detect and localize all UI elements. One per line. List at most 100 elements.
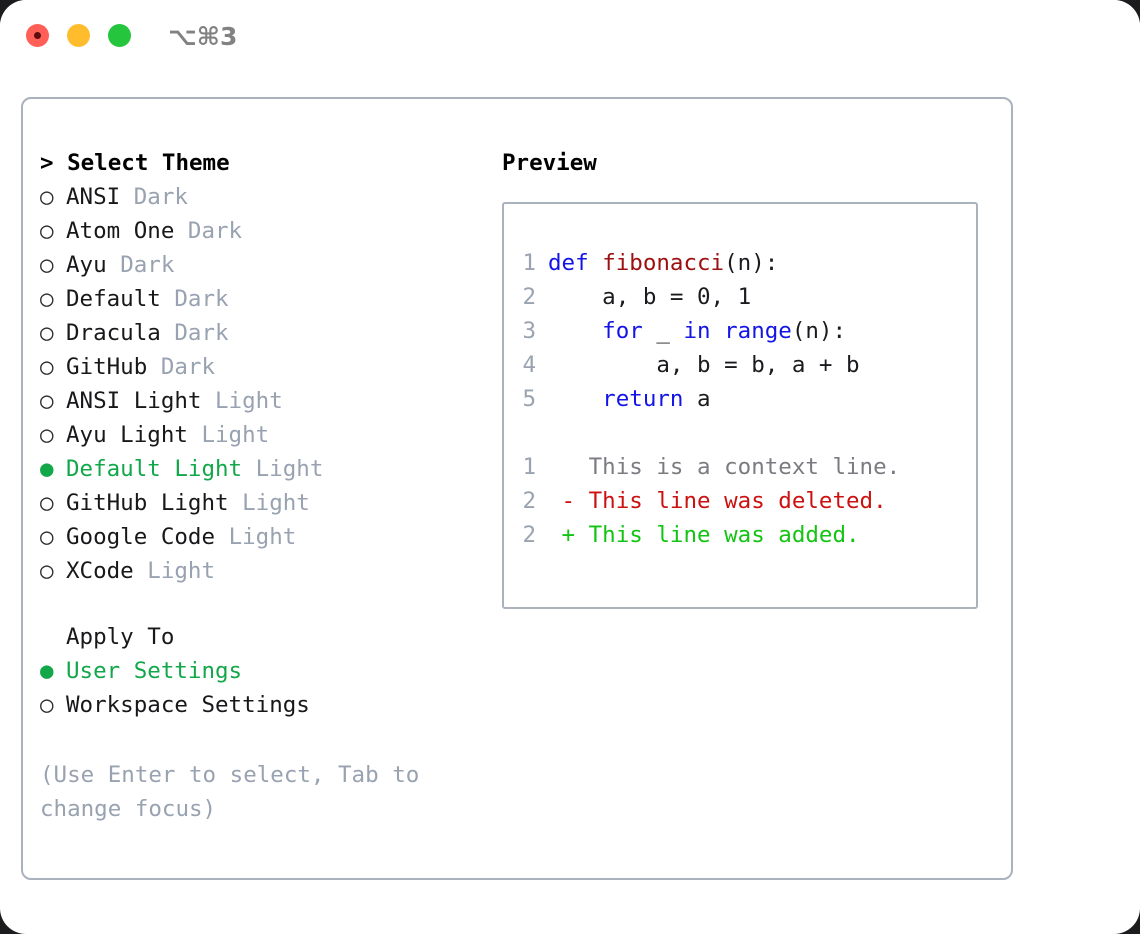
theme-option-tag: Dark <box>174 286 229 312</box>
theme-option-ayu-dark[interactable]: ○Ayu Dark <box>40 248 460 282</box>
radio-icon[interactable]: ○ <box>40 422 54 448</box>
theme-option-label: GitHub Light <box>66 490 229 516</box>
theme-option-xcode[interactable]: ○ XCode Light <box>40 554 460 588</box>
line-number: 3 <box>522 318 536 344</box>
code-token: for <box>548 318 657 344</box>
theme-option-tag: Dark <box>120 252 175 278</box>
line-number: 2 <box>522 284 536 310</box>
theme-option-label: Ayu Light <box>66 422 188 448</box>
theme-picker-header-label: > Select Theme <box>40 150 230 176</box>
radio-selected-icon[interactable]: ● <box>40 658 54 684</box>
theme-option-label: XCode <box>66 558 134 584</box>
theme-option-default-dark[interactable]: ○ Default Dark <box>40 282 460 316</box>
diff-line-added: 2 + This line was added. <box>522 518 900 552</box>
theme-option-label: ANSI <box>66 184 121 210</box>
theme-option-tag: Light <box>201 422 270 448</box>
theme-option-label: ANSI Light <box>66 388 202 414</box>
theme-picker: > Select Theme ○ ANSI Dark ○Atom One Dark… <box>40 146 460 826</box>
theme-option-google-code[interactable]: ○ Google Code Light <box>40 520 460 554</box>
code-line: 1 def fibonacci(n): <box>522 246 900 280</box>
theme-option-tag: Light <box>215 388 283 414</box>
preview-title: Preview <box>502 150 597 176</box>
code-token: _ <box>656 318 684 344</box>
theme-option-tag: Dark <box>160 354 216 380</box>
keyboard-shortcut-label: ⌥⌘3 <box>168 22 238 51</box>
theme-option-tag: Light <box>242 490 310 516</box>
theme-option-ansi-light[interactable]: ○ ANSI Light Light <box>40 384 460 418</box>
theme-option-tag: Dark <box>133 184 188 210</box>
code-line: 4 a, b = b, a + b <box>522 348 900 382</box>
close-button[interactable] <box>26 24 49 47</box>
code-token: (n): <box>791 318 847 344</box>
code-line: 5 return a <box>522 382 900 416</box>
theme-option-label: Default <box>66 286 161 312</box>
line-number: 1 <box>522 250 536 276</box>
code-line: 3 for _ in range(n): <box>522 314 900 348</box>
code-token: a, b = 0, 1 <box>548 284 752 310</box>
radio-selected-icon[interactable]: ● <box>40 456 54 482</box>
theme-option-github-dark[interactable]: ○ GitHub Dark <box>40 350 460 384</box>
keyboard-hint-text: (Use Enter to select, Tab to change focu… <box>40 762 433 822</box>
minimize-button[interactable] <box>67 24 90 47</box>
theme-option-tag: Light <box>228 524 297 550</box>
apply-to-option-user-settings[interactable]: ● User Settings <box>40 654 460 688</box>
code-token: in range <box>683 318 792 344</box>
window-controls <box>26 24 131 47</box>
theme-option-label: Dracula <box>66 320 161 346</box>
theme-option-tag: Dark <box>187 218 243 244</box>
radio-icon[interactable]: ○ <box>40 490 54 516</box>
radio-icon[interactable]: ○ <box>40 524 54 550</box>
diff-token: + This line was added. <box>548 522 860 548</box>
theme-picker-header: > Select Theme <box>40 146 460 180</box>
radio-icon[interactable]: ○ <box>40 320 54 346</box>
line-number: 5 <box>522 386 536 412</box>
zoom-button[interactable] <box>108 24 131 47</box>
theme-option-tag: Light <box>147 558 216 584</box>
main-panel: > Select Theme ○ ANSI Dark ○Atom One Dark… <box>21 97 1013 880</box>
theme-option-label: Google Code <box>66 524 216 550</box>
code-blank-line <box>522 416 900 450</box>
theme-option-ayu-light[interactable]: ○ Ayu Light Light <box>40 418 460 452</box>
code-token: (n): <box>724 250 779 276</box>
title-bar: ⌥⌘3 <box>0 0 1140 78</box>
theme-option-dracula-dark[interactable]: ○ Dracula Dark <box>40 316 460 350</box>
radio-icon[interactable]: ○ <box>40 692 54 718</box>
radio-icon[interactable]: ○ <box>40 388 54 414</box>
line-number: 4 <box>522 352 536 378</box>
list-spacer <box>40 588 460 620</box>
diff-line-context: 1 This is a context line. <box>522 450 900 484</box>
theme-option-tag: Light <box>255 456 324 482</box>
radio-icon[interactable]: ○ <box>40 218 54 244</box>
line-number: 2 <box>522 522 536 548</box>
theme-option-tag: Dark <box>174 320 229 346</box>
code-token: def <box>548 250 603 276</box>
apply-to-option-workspace-settings[interactable]: ○ Workspace Settings <box>40 688 460 722</box>
theme-option-default-light[interactable]: ● Default Light Light <box>40 452 460 486</box>
radio-icon[interactable]: ○ <box>40 184 54 210</box>
hint-spacer <box>40 722 460 756</box>
diff-token: - This line was deleted. <box>548 488 887 514</box>
apply-to-option-label: Workspace Settings <box>66 692 310 718</box>
theme-option-atom-one-dark[interactable]: ○Atom One Dark <box>40 214 460 248</box>
line-number: 2 <box>522 488 536 514</box>
theme-option-ansi-dark[interactable]: ○ ANSI Dark <box>40 180 460 214</box>
radio-icon[interactable]: ○ <box>40 558 54 584</box>
radio-icon[interactable]: ○ <box>40 252 54 278</box>
code-token: fibonacci <box>602 250 725 276</box>
diff-line-deleted: 2 - This line was deleted. <box>522 484 900 518</box>
theme-option-label: GitHub <box>66 354 148 380</box>
theme-option-label: Default Light <box>66 456 243 482</box>
radio-icon[interactable]: ○ <box>40 354 54 380</box>
code-token: a <box>697 386 711 412</box>
code-token: a, b = b, a + b <box>548 352 860 378</box>
apply-to-option-label: User Settings <box>66 658 243 684</box>
radio-icon[interactable]: ○ <box>40 286 54 312</box>
line-number: 1 <box>522 454 536 480</box>
diff-token: This is a context line. <box>548 454 901 480</box>
code-token: return <box>548 386 698 412</box>
theme-option-github-light[interactable]: ○ GitHub Light Light <box>40 486 460 520</box>
